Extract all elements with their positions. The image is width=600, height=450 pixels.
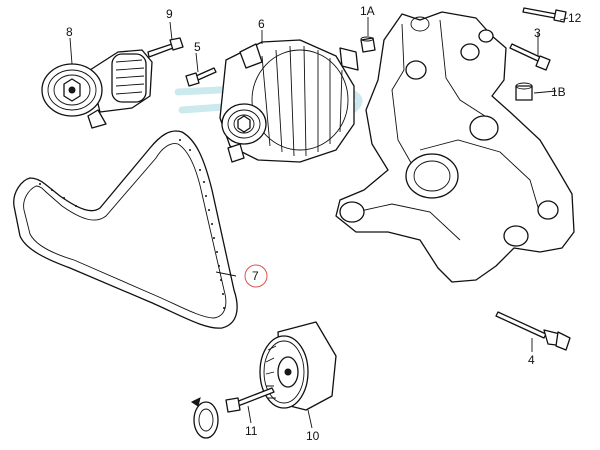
bolt-4 [495, 311, 571, 351]
bolt-9 [147, 37, 184, 58]
belt-rib-dots [39, 139, 225, 309]
idler-pulley [259, 321, 337, 411]
alternator-bracket [335, 11, 575, 283]
drive-belt [13, 130, 238, 329]
callout-9: 9 [166, 7, 173, 21]
callout-1a: 1A [360, 4, 375, 18]
highlight-circle-7 [244, 264, 268, 288]
bolt-5 [185, 67, 217, 87]
callout-3: 3 [534, 26, 541, 40]
leader-lines [69, 17, 569, 429]
callout-1b: 1B [551, 85, 566, 99]
sleeve-1a [360, 36, 376, 53]
callout-7: 7 [252, 269, 259, 283]
callout-4: 4 [528, 353, 535, 367]
callout-labels: 1A 1B 3 4 5 6 7 8 9 10 11 12 [66, 4, 582, 443]
sleeve-1b [515, 82, 533, 101]
callout-8: 8 [66, 25, 73, 39]
belt-tensioner [41, 49, 153, 129]
bolt-3 [509, 43, 551, 71]
callout-12: 12 [568, 11, 582, 25]
callout-11: 11 [245, 424, 258, 438]
alternator [219, 39, 359, 163]
callout-6: 6 [258, 17, 265, 31]
bolt-12 [522, 7, 567, 23]
bolt-11 [225, 387, 275, 413]
callout-10: 10 [306, 429, 320, 443]
cover-cap [191, 397, 219, 439]
callout-5: 5 [194, 40, 201, 54]
